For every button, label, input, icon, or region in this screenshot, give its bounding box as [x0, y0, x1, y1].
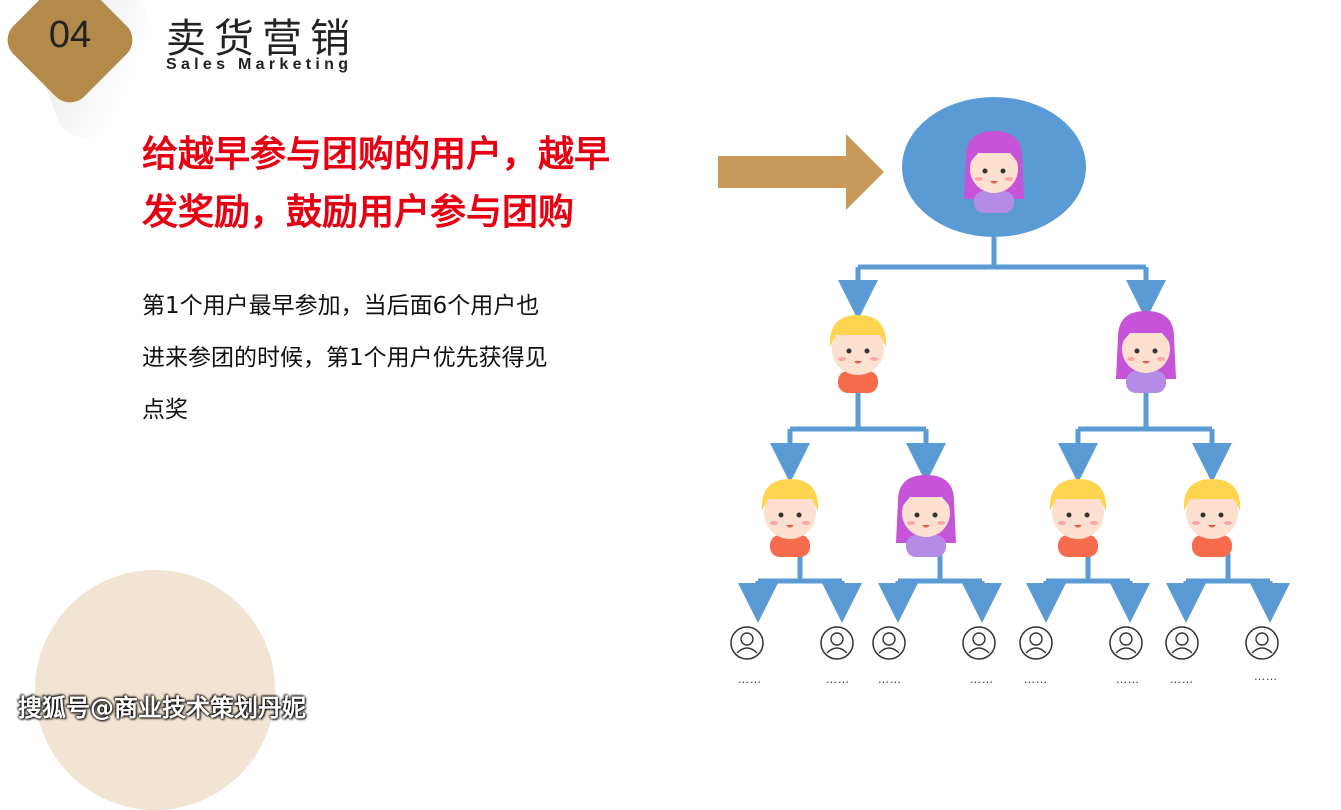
- boy-avatar-icon: [1183, 479, 1241, 557]
- user-outline-icon: [820, 626, 854, 660]
- user-outline-icon: [730, 626, 764, 660]
- section-number: 04: [48, 14, 92, 56]
- watermark: 搜狐号@商业技术策划丹妮: [18, 694, 306, 722]
- leaf-label: ……: [738, 673, 762, 686]
- tree-connectors: [738, 237, 1290, 623]
- leaf-label: ……: [1254, 670, 1278, 683]
- headline-line-2: 发奖励，鼓励用户参与团购: [142, 192, 575, 233]
- boy-avatar-icon: [761, 479, 819, 557]
- user-outline-icon: [1165, 626, 1199, 660]
- user-outline-icon: [872, 626, 906, 660]
- user-outline-icon: [1019, 626, 1053, 660]
- boy-avatar-icon: [1049, 479, 1107, 557]
- user-outline-icon: [962, 626, 996, 660]
- headline: 给越早参与团购的用户，越早 发奖励，鼓励用户参与团购: [142, 126, 702, 242]
- body-line-2: 进来参团的时候，第1个用户优先获得见: [142, 345, 548, 371]
- leaf-label: ……: [1170, 673, 1194, 686]
- section-title: 卖货营销: [166, 16, 358, 62]
- leaf-label: ……: [1024, 673, 1048, 686]
- leaf-label: ……: [1116, 673, 1140, 686]
- boy-avatar-icon: [829, 315, 887, 393]
- leaf-label: ……: [826, 673, 850, 686]
- leaf-label: ……: [878, 673, 902, 686]
- body-line-3: 点奖: [142, 397, 188, 423]
- body-text: 第1个用户最早参加，当后面6个用户也 进来参团的时候，第1个用户优先获得见 点奖: [142, 280, 662, 436]
- body-line-1: 第1个用户最早参加，当后面6个用户也: [142, 293, 540, 319]
- girl-avatar-icon: [1116, 311, 1176, 393]
- user-outline-icon: [1245, 626, 1279, 660]
- section-subtitle: Sales Marketing: [166, 56, 353, 73]
- user-outline-icon: [1109, 626, 1143, 660]
- headline-line-1: 给越早参与团购的用户，越早: [142, 134, 611, 175]
- leaf-label: ……: [970, 673, 994, 686]
- right-arrow-icon: [718, 134, 884, 210]
- girl-avatar-icon: [896, 475, 956, 557]
- referral-tree-diagram: [730, 97, 1290, 660]
